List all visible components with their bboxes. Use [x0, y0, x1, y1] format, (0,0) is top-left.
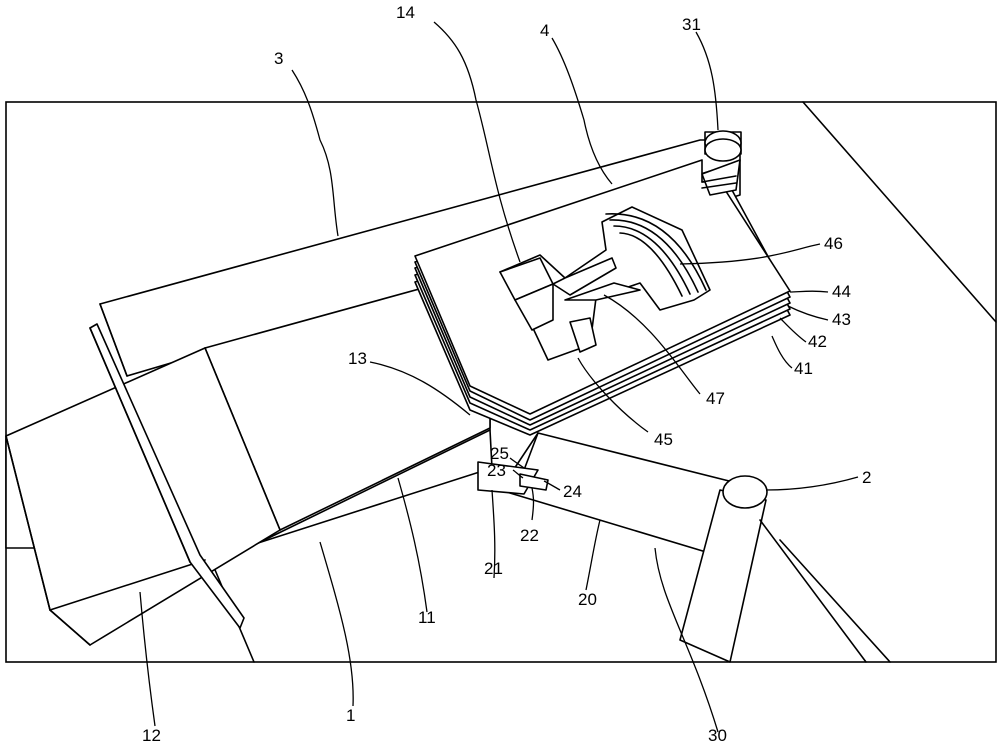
reference-labels: 3 14 4 31 46 44 43 42 41 47 45 13 25 23 … [142, 3, 871, 745]
label-13: 13 [348, 349, 367, 368]
label-24: 24 [563, 482, 582, 501]
label-47: 47 [706, 389, 725, 408]
pivot-2 [722, 475, 768, 509]
cutout-14 [499, 206, 711, 361]
label-22: 22 [520, 526, 539, 545]
label-44: 44 [832, 282, 851, 301]
label-31: 31 [682, 15, 701, 34]
label-11: 11 [418, 608, 436, 627]
label-45: 45 [654, 430, 673, 449]
label-1: 1 [346, 706, 355, 725]
label-14: 14 [396, 3, 415, 22]
label-21: 21 [484, 559, 503, 578]
angled-strip [89, 323, 245, 629]
label-25: 25 [490, 444, 509, 463]
pin-31 [704, 130, 742, 162]
label-42: 42 [808, 332, 827, 351]
figure-frame [5, 101, 997, 663]
label-30: 30 [708, 726, 727, 745]
label-2: 2 [862, 468, 871, 487]
label-43: 43 [832, 310, 851, 329]
label-4: 4 [540, 21, 549, 40]
frame-diagonal [802, 101, 997, 323]
arm-20 [477, 432, 746, 556]
label-12: 12 [142, 726, 161, 745]
label-23: 23 [487, 461, 506, 480]
label-20: 20 [578, 590, 597, 609]
label-41: 41 [794, 359, 813, 378]
label-46: 46 [824, 234, 843, 253]
leader-lines [139, 21, 859, 733]
label-3: 3 [274, 49, 283, 68]
